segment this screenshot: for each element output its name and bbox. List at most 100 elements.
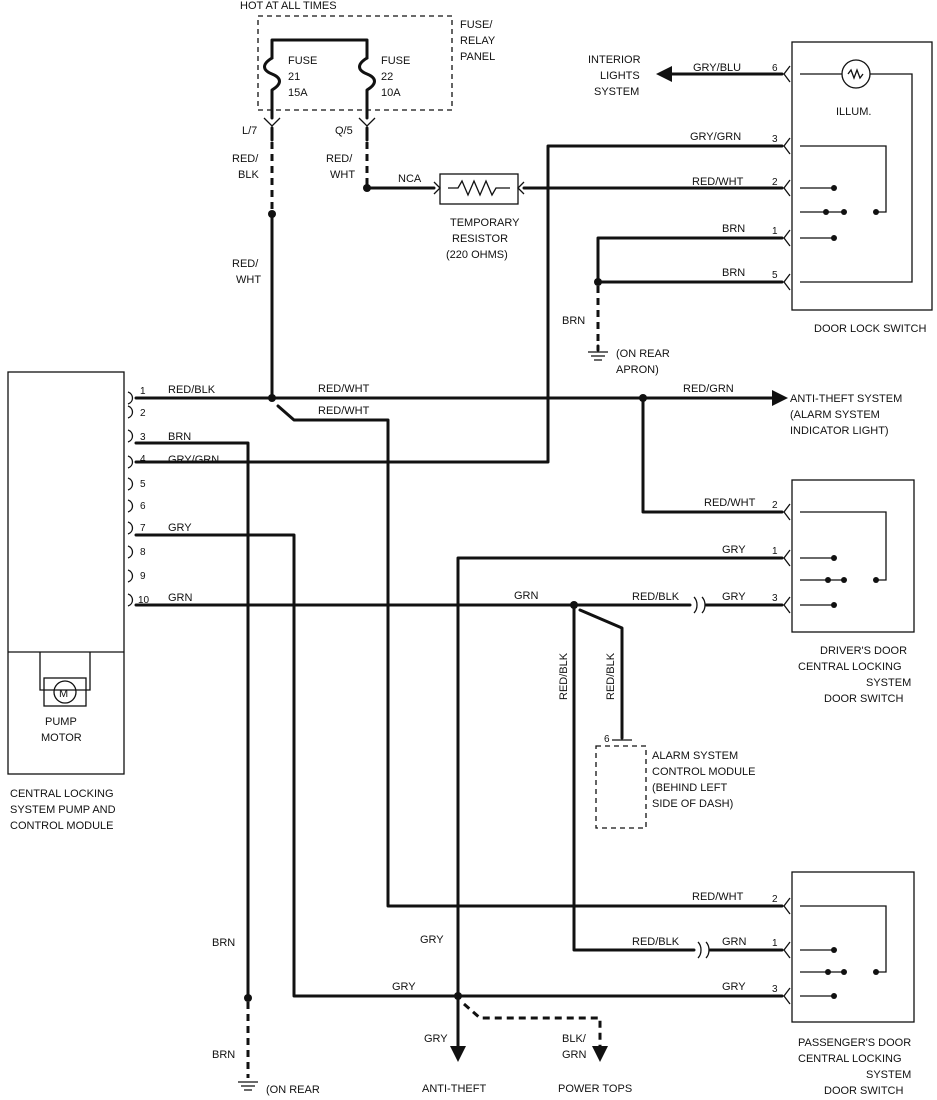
fuse-22-label-3: 10A	[381, 87, 401, 99]
passenger-switch-label-2: CENTRAL LOCKING	[798, 1053, 902, 1065]
red-blk-alarm-wire	[578, 608, 624, 740]
resistor-zigzag	[448, 179, 510, 197]
alarm-label-3: (BEHIND LEFT	[652, 782, 727, 794]
module-box	[7, 371, 125, 775]
illum-label: ILLUM.	[836, 106, 871, 118]
pass-red-wht-label: RED/WHT	[692, 891, 744, 903]
pass-red-blk-label: RED/BLK	[632, 936, 680, 948]
dls-pin-1: 1	[772, 226, 778, 237]
fuse-22-symbol	[358, 56, 376, 120]
bottom-power-tops-label: POWER TOPS	[558, 1083, 632, 1095]
gry-grn-wire	[134, 144, 784, 464]
passenger-switch-label-4: DOOR SWITCH	[824, 1085, 903, 1097]
motor-symbol: M	[59, 688, 68, 700]
nca-label: NCA	[398, 173, 422, 185]
inline-connector-passenger	[697, 941, 710, 959]
red-wht-label-mid-2: WHT	[236, 274, 261, 286]
driver-switch-box	[791, 479, 915, 633]
module-pin-6: 6	[140, 501, 146, 512]
module-label-2: SYSTEM PUMP AND	[10, 804, 116, 816]
arrow-down-icon	[450, 1046, 466, 1062]
ground-upper-label-1: (ON REAR	[616, 348, 670, 360]
red-blk-horiz-label: RED/BLK	[632, 591, 680, 603]
passenger-switch-box	[791, 871, 915, 1023]
interior-lights-output: INTERIOR LIGHTS SYSTEM	[588, 54, 784, 98]
red-blk-vert-label-b: RED/BLK	[605, 652, 617, 700]
door-lock-switch-label: DOOR LOCK SWITCH	[814, 323, 927, 335]
module-label-1: CENTRAL LOCKING	[10, 788, 114, 800]
dls-wire-brn-5: BRN	[722, 267, 745, 279]
grn-driver-wiring: GRN RED/BLK GRY RED/BLK RED/BLK	[134, 590, 784, 952]
red-wht-main-label: RED/WHT	[318, 383, 370, 395]
fuse-21-symbol	[263, 56, 281, 120]
fuse-relay-panel: HOT AT ALL TIMES FUSE/ RELAY PANEL FUSE …	[240, 0, 496, 137]
brn-module-wire	[134, 441, 250, 998]
upper-ground-wiring: BRN (ON REAR APRON)	[562, 236, 784, 376]
dls-wire-gry-grn: GRY/GRN	[690, 131, 741, 143]
red-blk-label-1: RED/	[232, 153, 259, 165]
dls-wire-red-wht: RED/WHT	[692, 176, 744, 188]
fuse-21-label-1: FUSE	[288, 55, 317, 67]
fuse-panel-title-2: RELAY	[460, 35, 496, 47]
module-wire-10: GRN	[168, 592, 193, 604]
anti-theft-label-2: (ALARM SYSTEM	[790, 409, 880, 421]
main-bus: RED/WHT RED/GRN RED/WHT	[134, 383, 788, 908]
driver-switch-connectors	[783, 503, 791, 614]
gry-vertical-wire	[456, 556, 784, 1048]
red-wht-branch-label: RED/WHT	[318, 405, 370, 417]
gry-down-label: GRY	[424, 1033, 448, 1045]
interior-lights-label-2: LIGHTS	[600, 70, 640, 82]
driver-switch-label-2: CENTRAL LOCKING	[798, 661, 902, 673]
passenger-switch-label-1: PASSENGER'S DOOR	[798, 1037, 911, 1049]
anti-theft-output: ANTI-THEFT SYSTEM (ALARM SYSTEM INDICATO…	[790, 393, 902, 437]
pass-gry-label: GRY	[722, 981, 746, 993]
terminal-l7-label: L/7	[242, 125, 257, 137]
brn-wires	[596, 236, 784, 284]
module-wire-1: RED/BLK	[168, 384, 216, 396]
pass-grn-label: GRN	[722, 936, 747, 948]
dls-pin-2: 2	[772, 177, 778, 188]
red-wht-branch-wire	[276, 404, 784, 908]
fuse-21-label-2: 21	[288, 71, 300, 83]
alarm-label-1: ALARM SYSTEM	[652, 750, 738, 762]
interior-lights-label-1: INTERIOR	[588, 54, 641, 66]
interior-lights-label-3: SYSTEM	[594, 86, 639, 98]
pump-motor-icon	[53, 680, 77, 704]
module-label-3: CONTROL MODULE	[10, 820, 114, 832]
gry-module-wire	[134, 533, 784, 998]
anti-theft-label-3: INDICATOR LIGHT)	[790, 425, 889, 437]
alarm-label-4: SIDE OF DASH)	[652, 798, 733, 810]
driver-red-wht-wire	[641, 396, 784, 514]
driver-gry-3-label: GRY	[722, 591, 746, 603]
driver-red-wht-label: RED/WHT	[704, 497, 756, 509]
brn-low-label-b: BRN	[212, 1049, 235, 1061]
driver-switch-label-3: SYSTEM	[866, 677, 911, 689]
dls-pin-3: 3	[772, 134, 778, 145]
fuse-panel-title-3: PANEL	[460, 51, 495, 63]
ground-icon-upper	[588, 351, 608, 361]
driver-switch-label-4: DOOR SWITCH	[824, 693, 903, 705]
module-pin-5: 5	[140, 479, 146, 490]
red-wht-label-mid-1: RED/	[232, 258, 259, 270]
module-pin-4: 4	[140, 454, 146, 465]
gry-vertical-wiring: GRY GRY ANTI-THEFT BLK/ GRN POWER TOPS	[420, 556, 784, 1095]
module-pin-3: 3	[140, 432, 146, 443]
lower-ground-wiring: BRN BRN (ON REAR	[134, 441, 320, 1096]
resistor-label-3: (220 OHMS)	[446, 249, 508, 261]
resistor-label-2: RESISTOR	[452, 233, 508, 245]
pump-motor-label-2: MOTOR	[41, 732, 82, 744]
module-pin-7: 7	[140, 523, 146, 534]
passenger-pin-3: 3	[772, 984, 778, 995]
blk-grn-label-1: BLK/	[562, 1033, 587, 1045]
ground-lower-label: (ON REAR	[266, 1084, 320, 1096]
red-blk-passenger-wire	[572, 607, 696, 952]
module-pin-8: 8	[140, 547, 146, 558]
module-wire-3: BRN	[168, 431, 191, 443]
passengers-door-switch: 2 1 3 PASSENGER'S DOOR CENTRAL LOCKING S…	[772, 871, 915, 1097]
red-wht-upper-label-2: WHT	[330, 169, 355, 181]
alarm-system-module: 6 ALARM SYSTEM CONTROL MODULE (BEHIND LE…	[595, 734, 756, 829]
anti-theft-label-1: ANTI-THEFT SYSTEM	[790, 393, 902, 405]
passenger-wires: RED/WHT RED/BLK GRN GRY	[632, 891, 784, 993]
resistor-box	[439, 173, 519, 205]
